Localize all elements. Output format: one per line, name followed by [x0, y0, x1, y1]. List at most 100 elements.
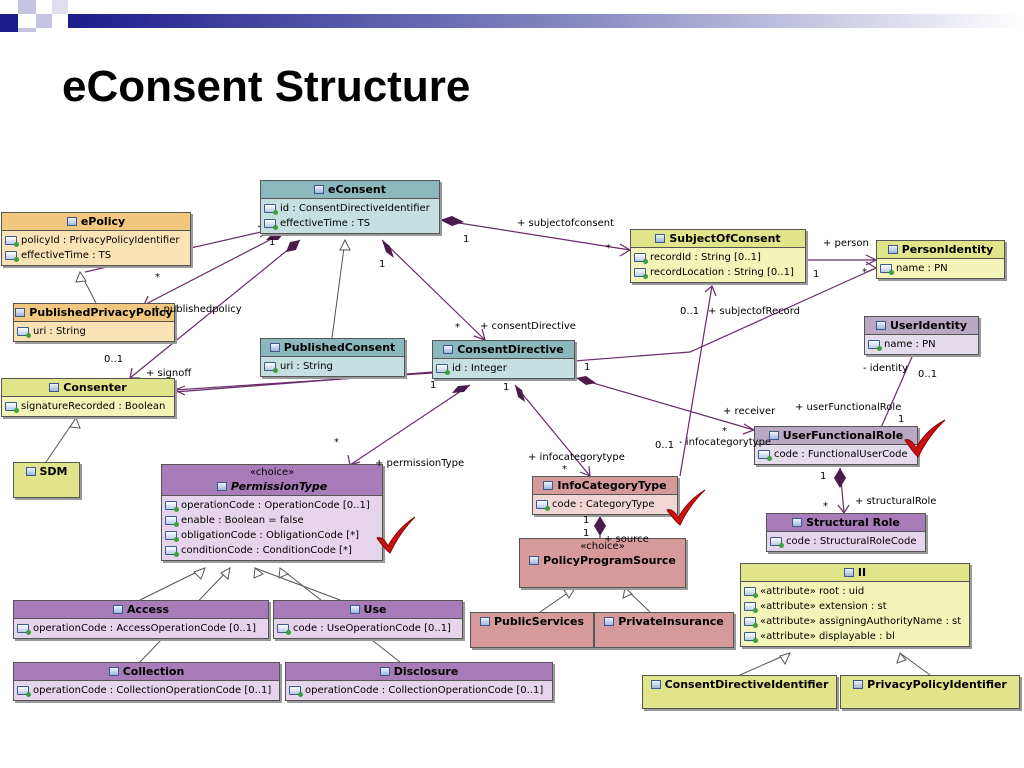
attribute-icon — [436, 364, 450, 375]
attribute: code : StructuralRoleCode — [786, 536, 917, 547]
attribute-icon — [536, 500, 550, 511]
slide-title: eConsent Structure — [62, 62, 471, 111]
class-icon — [843, 568, 854, 577]
attribute: name : PN — [884, 339, 936, 350]
class-econsent: eConsent id : ConsentDirectiveIdentifier… — [260, 180, 440, 234]
attribute-icon — [5, 251, 19, 262]
role-label: + consentDirective — [480, 321, 576, 332]
class-private-insurance: PrivateInsurance — [594, 612, 734, 648]
role-label: + subjectofconsent — [517, 218, 615, 229]
class-consenter: Consenter signatureRecorded : Boolean — [1, 378, 175, 417]
role-label: - infocategorytype — [679, 437, 772, 448]
class-name: PrivacyPolicyIdentifier — [867, 678, 1007, 691]
attribute-icon — [770, 537, 784, 548]
attribute-icon — [17, 686, 31, 697]
attribute: operationCode : CollectionOperationCode … — [305, 685, 544, 696]
attribute: operationCode : OperationCode [0..1] — [181, 500, 370, 511]
class-access: Access operationCode : AccessOperationCo… — [13, 600, 269, 639]
class-icon — [479, 617, 490, 626]
multiplicity: * — [823, 501, 828, 512]
title-banner — [0, 0, 1024, 32]
multiplicity: 1 — [820, 471, 827, 482]
class-icon — [887, 245, 898, 254]
attribute: «attribute» root : uid — [760, 586, 865, 597]
class-icon — [604, 617, 615, 626]
attribute-icon — [165, 516, 179, 527]
multiplicity: 1 — [269, 237, 276, 248]
attribute: enable : Boolean = false — [181, 515, 304, 526]
class-name: Disclosure — [393, 665, 459, 678]
class-privacy-policy-identifier: PrivacyPolicyIdentifier — [840, 675, 1020, 709]
class-person-identity: PersonIdentity name : PN — [876, 240, 1005, 279]
class-permission-type: «choice» PermissionType operationCode : … — [161, 464, 383, 561]
attribute-icon — [744, 632, 758, 643]
attribute: conditionCode : ConditionCode [*] — [181, 545, 352, 556]
attribute: effectiveTime : TS — [280, 218, 371, 229]
attribute-icon — [744, 602, 758, 613]
attribute: effectiveTime : TS — [21, 250, 112, 261]
multiplicity: * — [562, 464, 567, 475]
attribute-icon — [264, 204, 278, 215]
role-label: + publishedpolicy — [152, 304, 242, 315]
class-icon — [216, 482, 227, 491]
attribute-icon — [165, 531, 179, 542]
class-icon — [349, 605, 360, 614]
multiplicity: 1 — [898, 414, 905, 425]
class-sdm: SDM — [13, 462, 80, 498]
class-collection: Collection operationCode : CollectionOpe… — [13, 662, 280, 701]
attribute-icon — [744, 617, 758, 628]
class-icon — [655, 234, 666, 243]
multiplicity: 0..1 — [918, 369, 938, 380]
class-name: InfoCategoryType — [557, 479, 667, 492]
attribute-icon — [165, 501, 179, 512]
class-user-identity: UserIdentity name : PN — [864, 316, 979, 355]
role-label: + source — [604, 534, 649, 545]
multiplicity: 0..1 — [104, 354, 124, 365]
multiplicity: 1 — [813, 269, 820, 280]
role-label: + person — [823, 238, 869, 249]
attribute-icon — [277, 624, 291, 635]
class-name: UserFunctionalRole — [782, 429, 904, 442]
role-label: + receiver — [723, 406, 776, 417]
multiplicity: 0..1 — [680, 306, 700, 317]
attribute: name : PN — [896, 263, 948, 274]
class-name: SDM — [39, 465, 68, 478]
class-name: ePolicy — [80, 215, 126, 228]
attribute: uri : String — [280, 361, 333, 372]
class-name: SubjectOfConsent — [669, 232, 781, 245]
class-icon — [49, 383, 60, 392]
multiplicity: 1 — [584, 362, 591, 373]
class-policy-program-source: «choice» PolicyProgramSource — [519, 538, 686, 588]
attribute-icon — [264, 219, 278, 230]
multiplicity: 1 — [583, 515, 590, 526]
attribute-icon — [17, 327, 31, 338]
attribute: recordId : String [0..1] — [650, 252, 761, 263]
attribute: signatureRecorded : Boolean — [21, 401, 166, 412]
stereotype: «choice» — [249, 467, 295, 478]
class-icon — [112, 605, 123, 614]
role-label: + infocategorytype — [528, 452, 625, 463]
class-use: Use code : UseOperationCode [0..1] — [273, 600, 463, 639]
class-name: PersonIdentity — [901, 243, 994, 256]
multiplicity: 1 — [503, 382, 510, 393]
attribute: code : CategoryType — [552, 499, 655, 510]
class-epolicy: ePolicy policyId : PrivacyPolicyIdentifi… — [1, 212, 191, 266]
attribute-icon — [758, 450, 772, 461]
class-published-consent: PublishedConsent uri : String — [260, 338, 405, 377]
class-name: Structural Role — [806, 516, 900, 529]
attribute: «attribute» displayable : bl — [760, 631, 895, 642]
attribute-icon — [289, 686, 303, 697]
class-icon — [529, 556, 540, 565]
attribute: code : UseOperationCode [0..1] — [293, 623, 451, 634]
attribute-icon — [5, 236, 19, 247]
class-name: PrivateInsurance — [618, 615, 724, 628]
class-name: PolicyProgramSource — [543, 554, 676, 567]
attribute: policyId : PrivacyPolicyIdentifier — [21, 235, 180, 246]
class-name: Use — [363, 603, 387, 616]
class-name: PublishedConsent — [283, 341, 396, 354]
class-icon — [269, 343, 280, 352]
class-icon — [875, 321, 886, 330]
class-name: ConsentDirective — [457, 343, 564, 356]
check-mark-icon — [376, 516, 416, 554]
role-label: + permissionType — [375, 458, 465, 469]
